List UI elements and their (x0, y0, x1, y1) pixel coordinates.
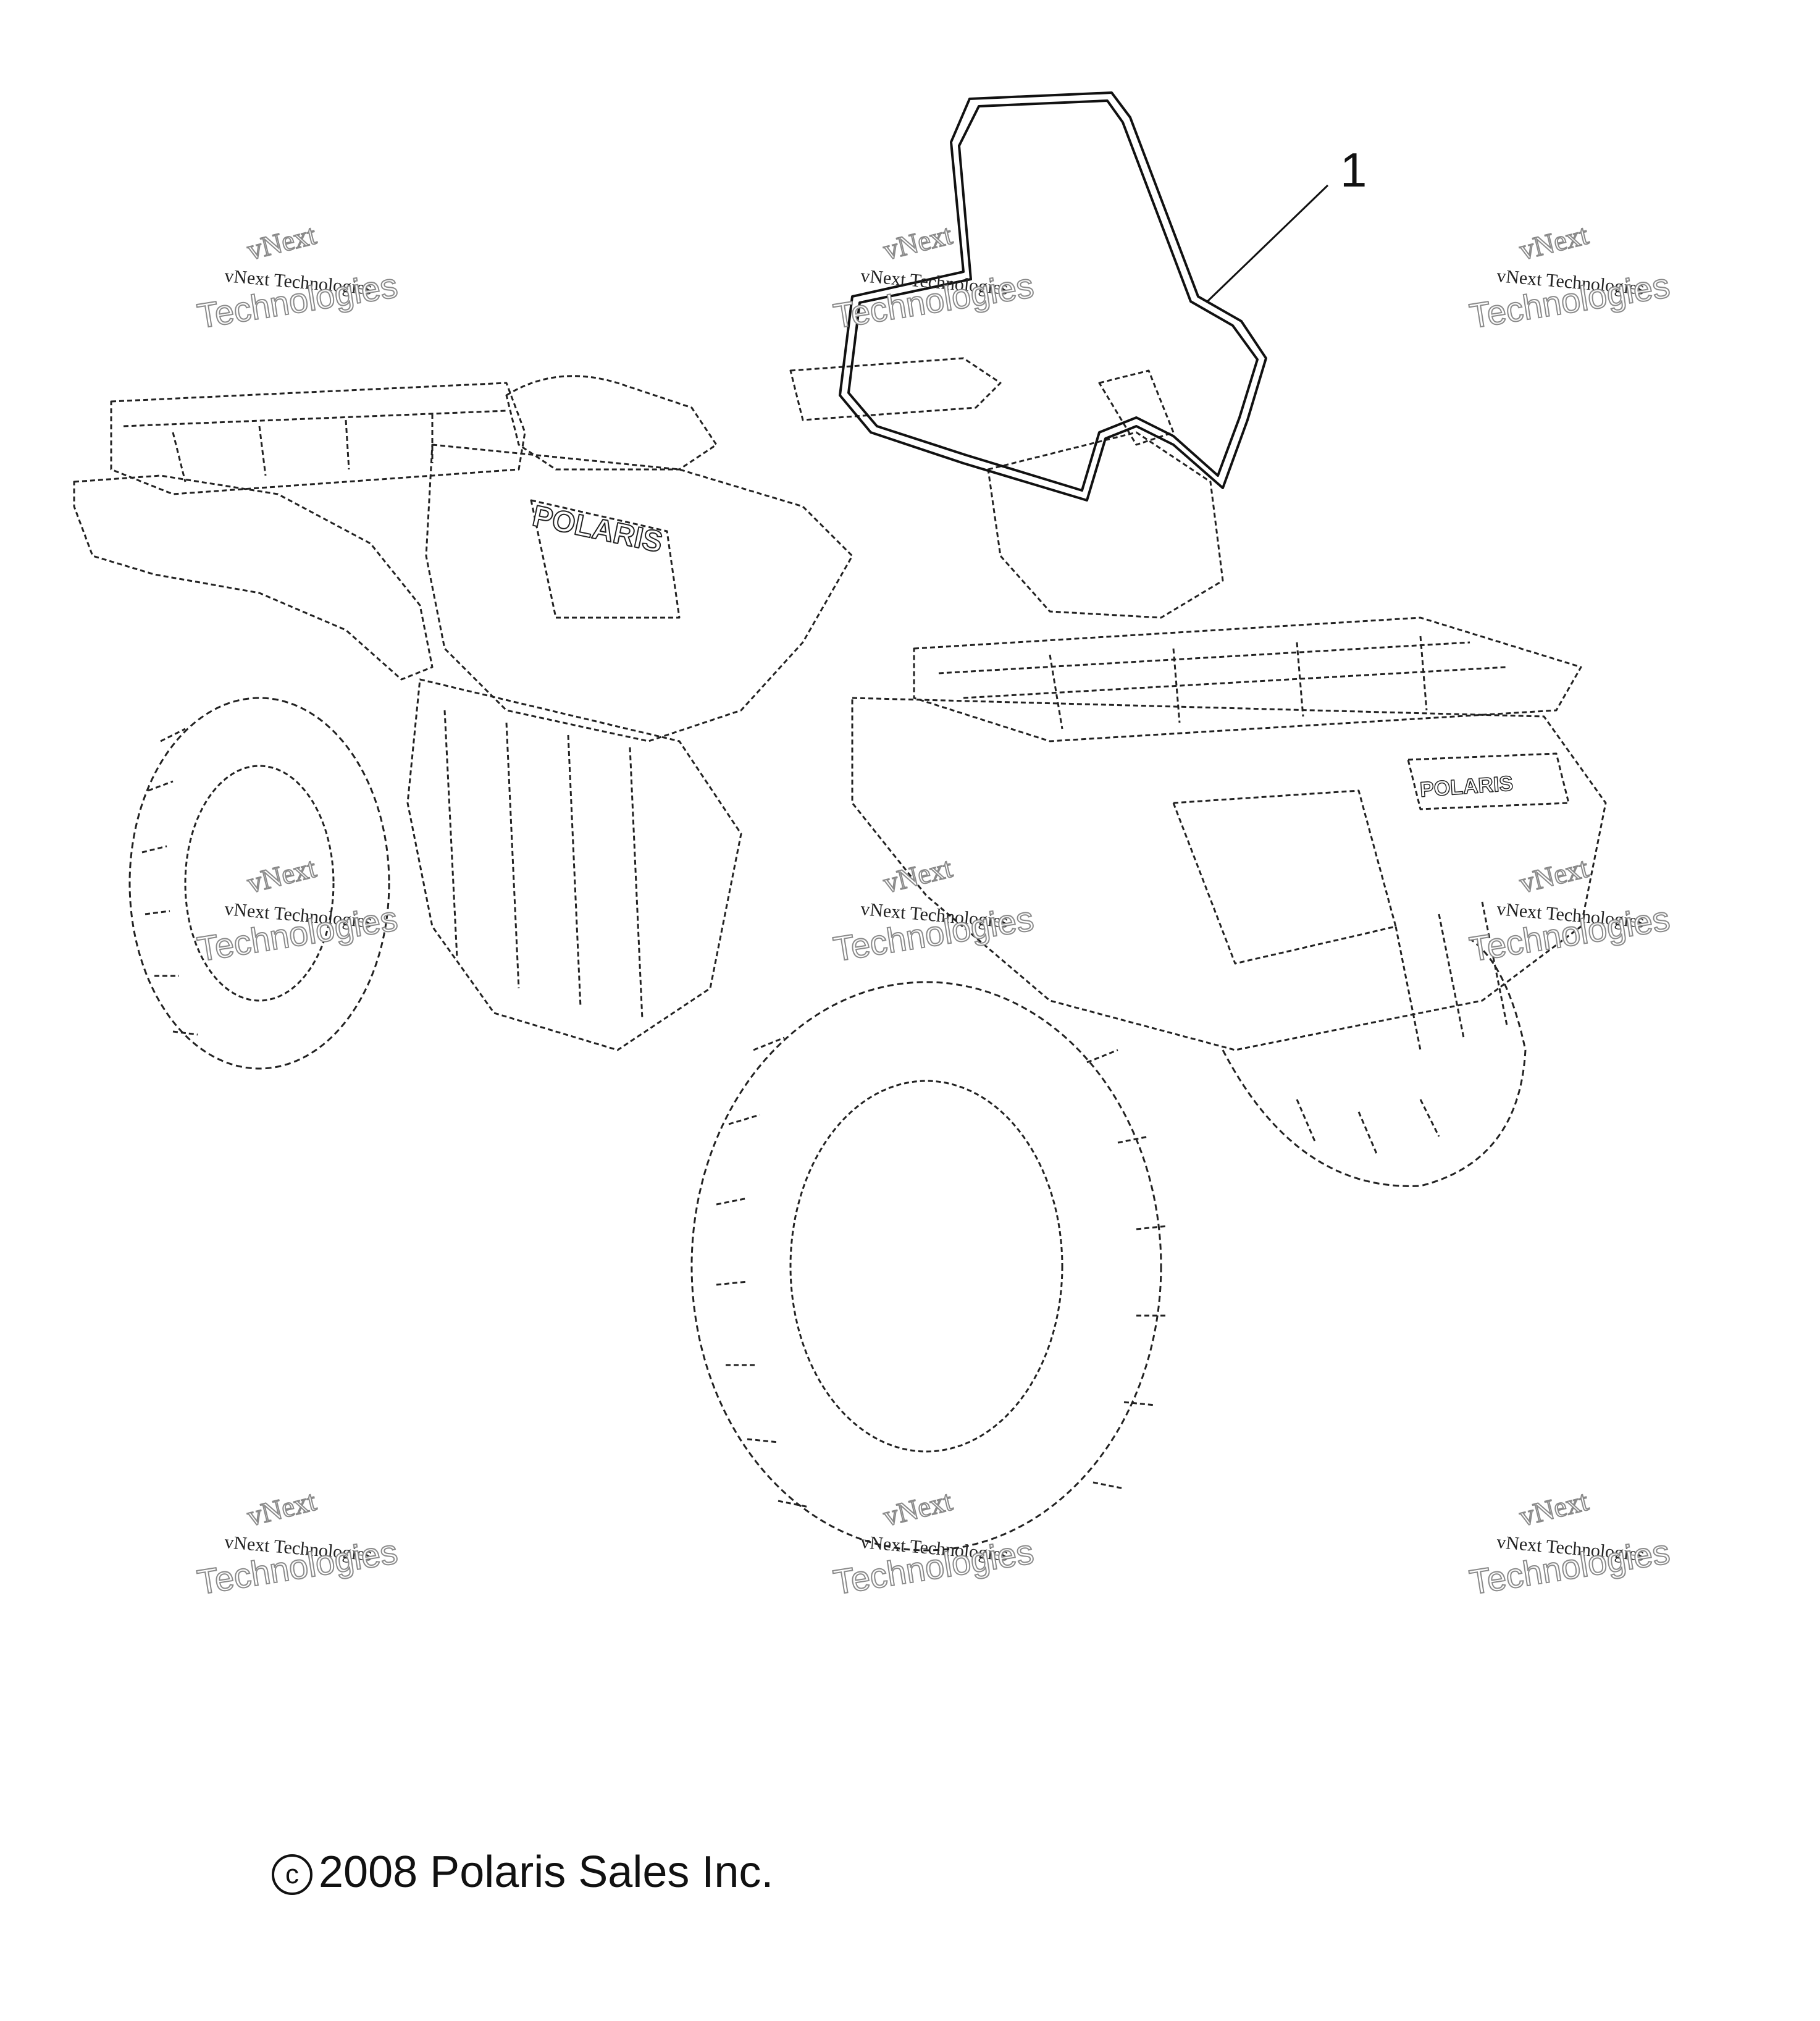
rear-fender (73, 474, 434, 681)
watermark: vNext vNext Technologies Technologies (194, 218, 479, 352)
rear-right-wheel (1222, 938, 1527, 1187)
watermark: vNext vNext Technologies Technologies (1466, 218, 1751, 352)
watermark: vNext vNext Technologies Technologies (830, 218, 1115, 352)
seat (505, 375, 718, 471)
copyright-icon: c (272, 1854, 312, 1895)
windshield (839, 91, 1267, 502)
front-body (851, 697, 1607, 1051)
polaris-decal: POLARIS (530, 500, 666, 559)
front-rack (913, 616, 1582, 742)
grille-panel (1407, 752, 1570, 810)
watermark: vNext vNext Technologies Technologies (1466, 1484, 1751, 1618)
watermark: vNext vNext Technologies Technologies (1466, 851, 1751, 985)
callout-leader (1206, 184, 1329, 303)
callout-number: 1 (1340, 143, 1367, 197)
front-left-wheel (690, 981, 1162, 1552)
copyright-text: 2008 Polaris Sales Inc. (319, 1847, 774, 1897)
rear-left-wheel (128, 697, 390, 1070)
watermark: vNext vNext Technologies Technologies (830, 1484, 1115, 1618)
watermark: vNext vNext Technologies Technologies (194, 851, 479, 985)
watermark: vNext vNext Technologies Technologies (830, 851, 1115, 985)
footwell (406, 678, 742, 1051)
grille-logo: POLARIS (1419, 772, 1514, 802)
body-side (425, 443, 853, 742)
rear-rack (110, 382, 526, 495)
handlebar (789, 357, 1002, 421)
watermark: vNext vNext Technologies Technologies (194, 1484, 479, 1618)
